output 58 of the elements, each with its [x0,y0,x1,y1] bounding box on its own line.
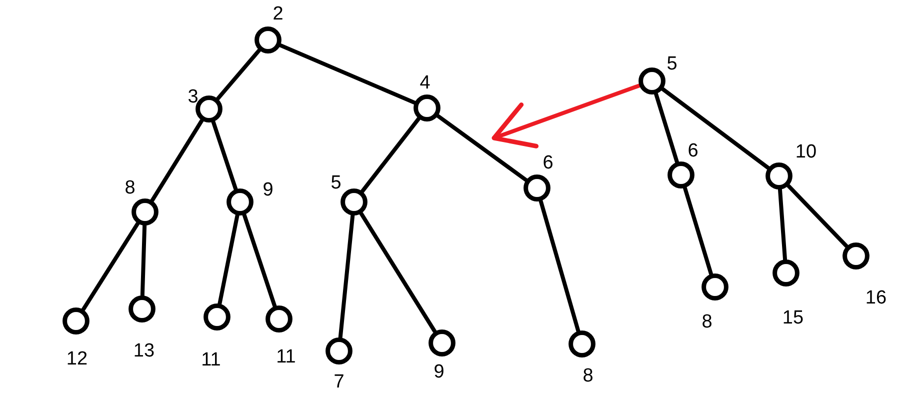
node-circle [325,337,353,365]
connector-line [660,87,770,170]
connector-line [81,221,140,312]
node-label: 8 [124,178,136,198]
node-circle [638,67,666,95]
node-circle [765,162,793,190]
node-label: 8 [582,366,594,386]
connector-line [360,116,421,194]
node-circle [667,161,695,189]
node-circle [428,329,456,357]
node-circle [842,242,870,270]
node-circle [131,198,159,226]
connector-line [242,212,277,308]
connector-line [338,213,355,340]
node-label: 4 [420,74,430,92]
node-label: 9 [262,180,274,200]
node-label: 8 [702,312,712,332]
connector-line [682,186,714,276]
node-label: 2 [272,4,284,24]
arrow [492,84,642,148]
connector-line [150,118,204,203]
node-circle [523,174,551,202]
connector-line [218,213,240,306]
node-label: 11 [276,348,296,366]
node-circle [203,303,231,331]
node-label: 12 [66,350,88,368]
node-circle [265,305,293,333]
node-circle [568,330,596,358]
node-circle [772,259,800,287]
connector-line [278,43,417,105]
node-label: 7 [334,372,344,392]
connector-line [654,92,680,164]
node-label: 5 [330,174,342,192]
connector-line [211,120,238,192]
node-circle [701,273,729,301]
connector-line [786,184,849,248]
connector-line [538,198,580,334]
node-label: 11 [201,350,221,370]
node-circle [128,295,156,323]
node-label: 16 [865,288,887,308]
node-circle [340,188,368,216]
node-label: 10 [795,142,817,162]
connector-line [778,187,788,262]
node-label: 5 [666,54,678,74]
node-label: 3 [188,88,198,106]
node-label: 13 [133,342,155,360]
node-circle [254,26,282,54]
node-circle [413,94,441,122]
connector-line [436,114,528,182]
node-label: 6 [542,154,554,172]
connector-line [140,224,147,298]
connector-line [216,48,262,101]
node-circle [226,188,254,216]
node-label: 6 [688,142,698,160]
node-circle [62,307,90,335]
connector-line [359,211,437,334]
node-label: 15 [782,308,804,328]
node-label: 9 [434,362,444,382]
